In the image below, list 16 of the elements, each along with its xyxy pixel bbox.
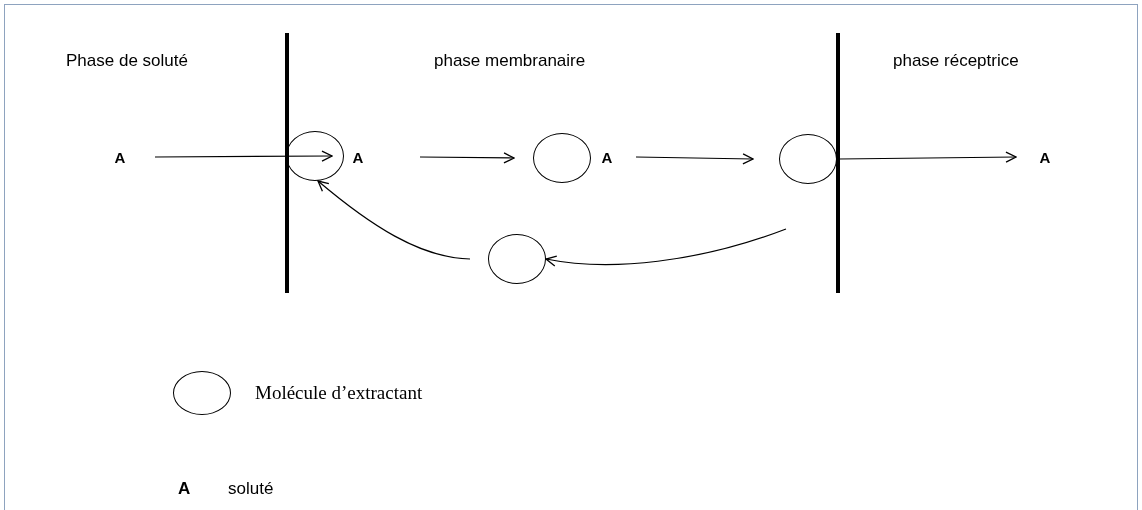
legend-text: Molécule d’extractant — [255, 381, 423, 405]
arrow — [838, 151, 1017, 163]
solute-label: A — [1035, 147, 1055, 167]
phase-label: phase membranaire — [434, 50, 586, 72]
solute-label: A — [597, 147, 617, 167]
legend-text: soluté — [228, 478, 274, 500]
arrow — [635, 153, 754, 165]
phase-label: Phase de soluté — [66, 50, 188, 72]
legend-symbol: A — [178, 478, 191, 500]
arrow — [419, 152, 515, 164]
solute-label: A — [348, 147, 368, 167]
phase-label: phase réceptrice — [893, 50, 1019, 72]
arrow — [154, 150, 333, 162]
arrow — [317, 180, 471, 260]
solute-label: A — [110, 147, 130, 167]
arrow — [545, 228, 787, 267]
